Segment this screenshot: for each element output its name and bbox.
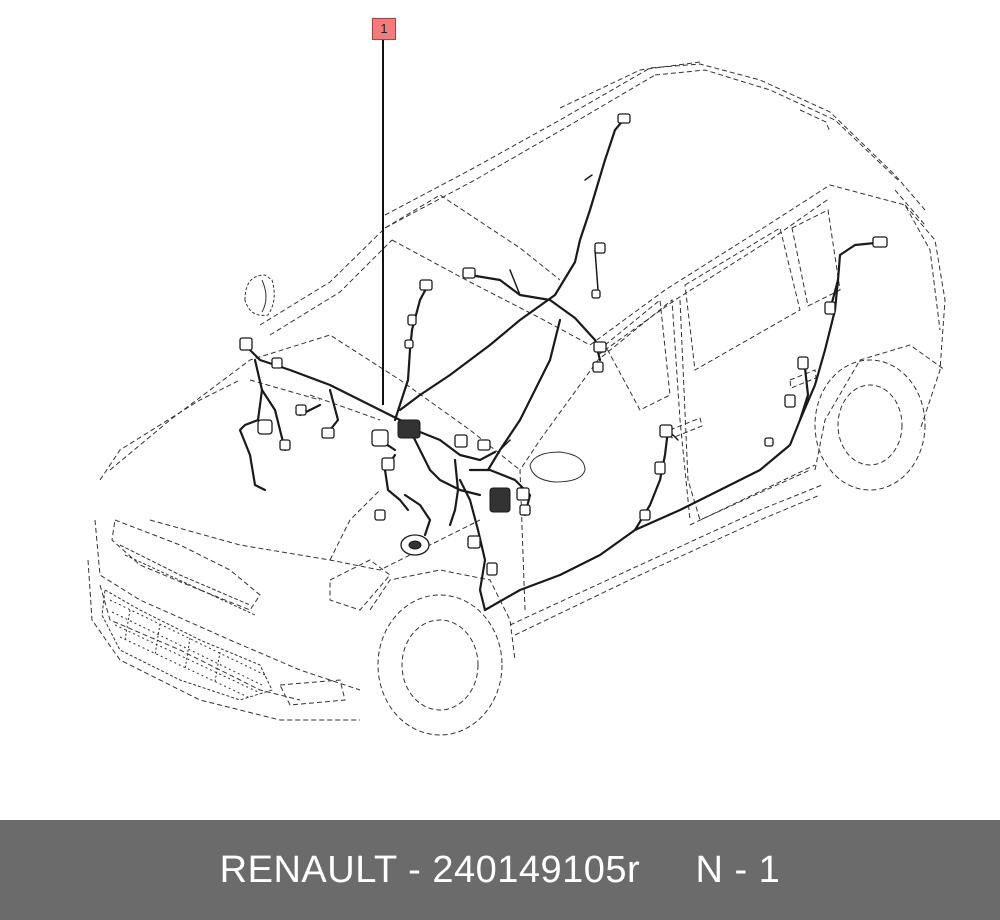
connector [462,267,476,279]
connector [489,487,511,513]
connector [639,509,651,521]
connector [407,314,417,326]
connector [593,341,607,353]
connector [397,419,421,439]
connector [594,242,606,254]
wiring-harness [238,116,877,612]
connector [271,357,283,369]
front-grille [101,589,273,701]
connector [784,394,796,408]
caption-text: RENAULT - 240149105r N - 1 [220,849,781,892]
connector [239,337,253,351]
connector [486,562,498,576]
connector [519,504,531,516]
caption-bar: RENAULT - 240149105r N - 1 [0,820,1000,920]
connector [617,113,631,124]
callout-badge[interactable]: 1 [372,18,396,40]
connector [797,356,809,370]
connector [321,427,335,439]
connector [467,535,481,549]
right-mirror [529,451,586,483]
car-body-outline [87,61,946,736]
connector [764,437,774,447]
connector [408,540,422,550]
caption-part-number: 240149105r [432,848,641,891]
connector [381,457,395,471]
connector [824,301,836,315]
connector [279,439,291,451]
connector [592,361,604,373]
connector [404,339,414,349]
connector [371,429,389,447]
connector [374,509,386,521]
connector [659,424,673,438]
connector [419,279,433,291]
connector [477,439,491,451]
caption-brand: RENAULT [219,848,398,891]
connector [257,419,273,435]
connector [591,289,601,299]
connector [295,404,307,416]
connector [516,487,530,501]
caption-separator: - [408,848,422,891]
caption-note: N - 1 [695,848,781,891]
connector [872,236,888,248]
connector [654,461,666,475]
wiring-harness-diagram [87,40,946,736]
connectors [239,113,888,576]
left-mirror [244,274,275,316]
connector [454,434,468,448]
